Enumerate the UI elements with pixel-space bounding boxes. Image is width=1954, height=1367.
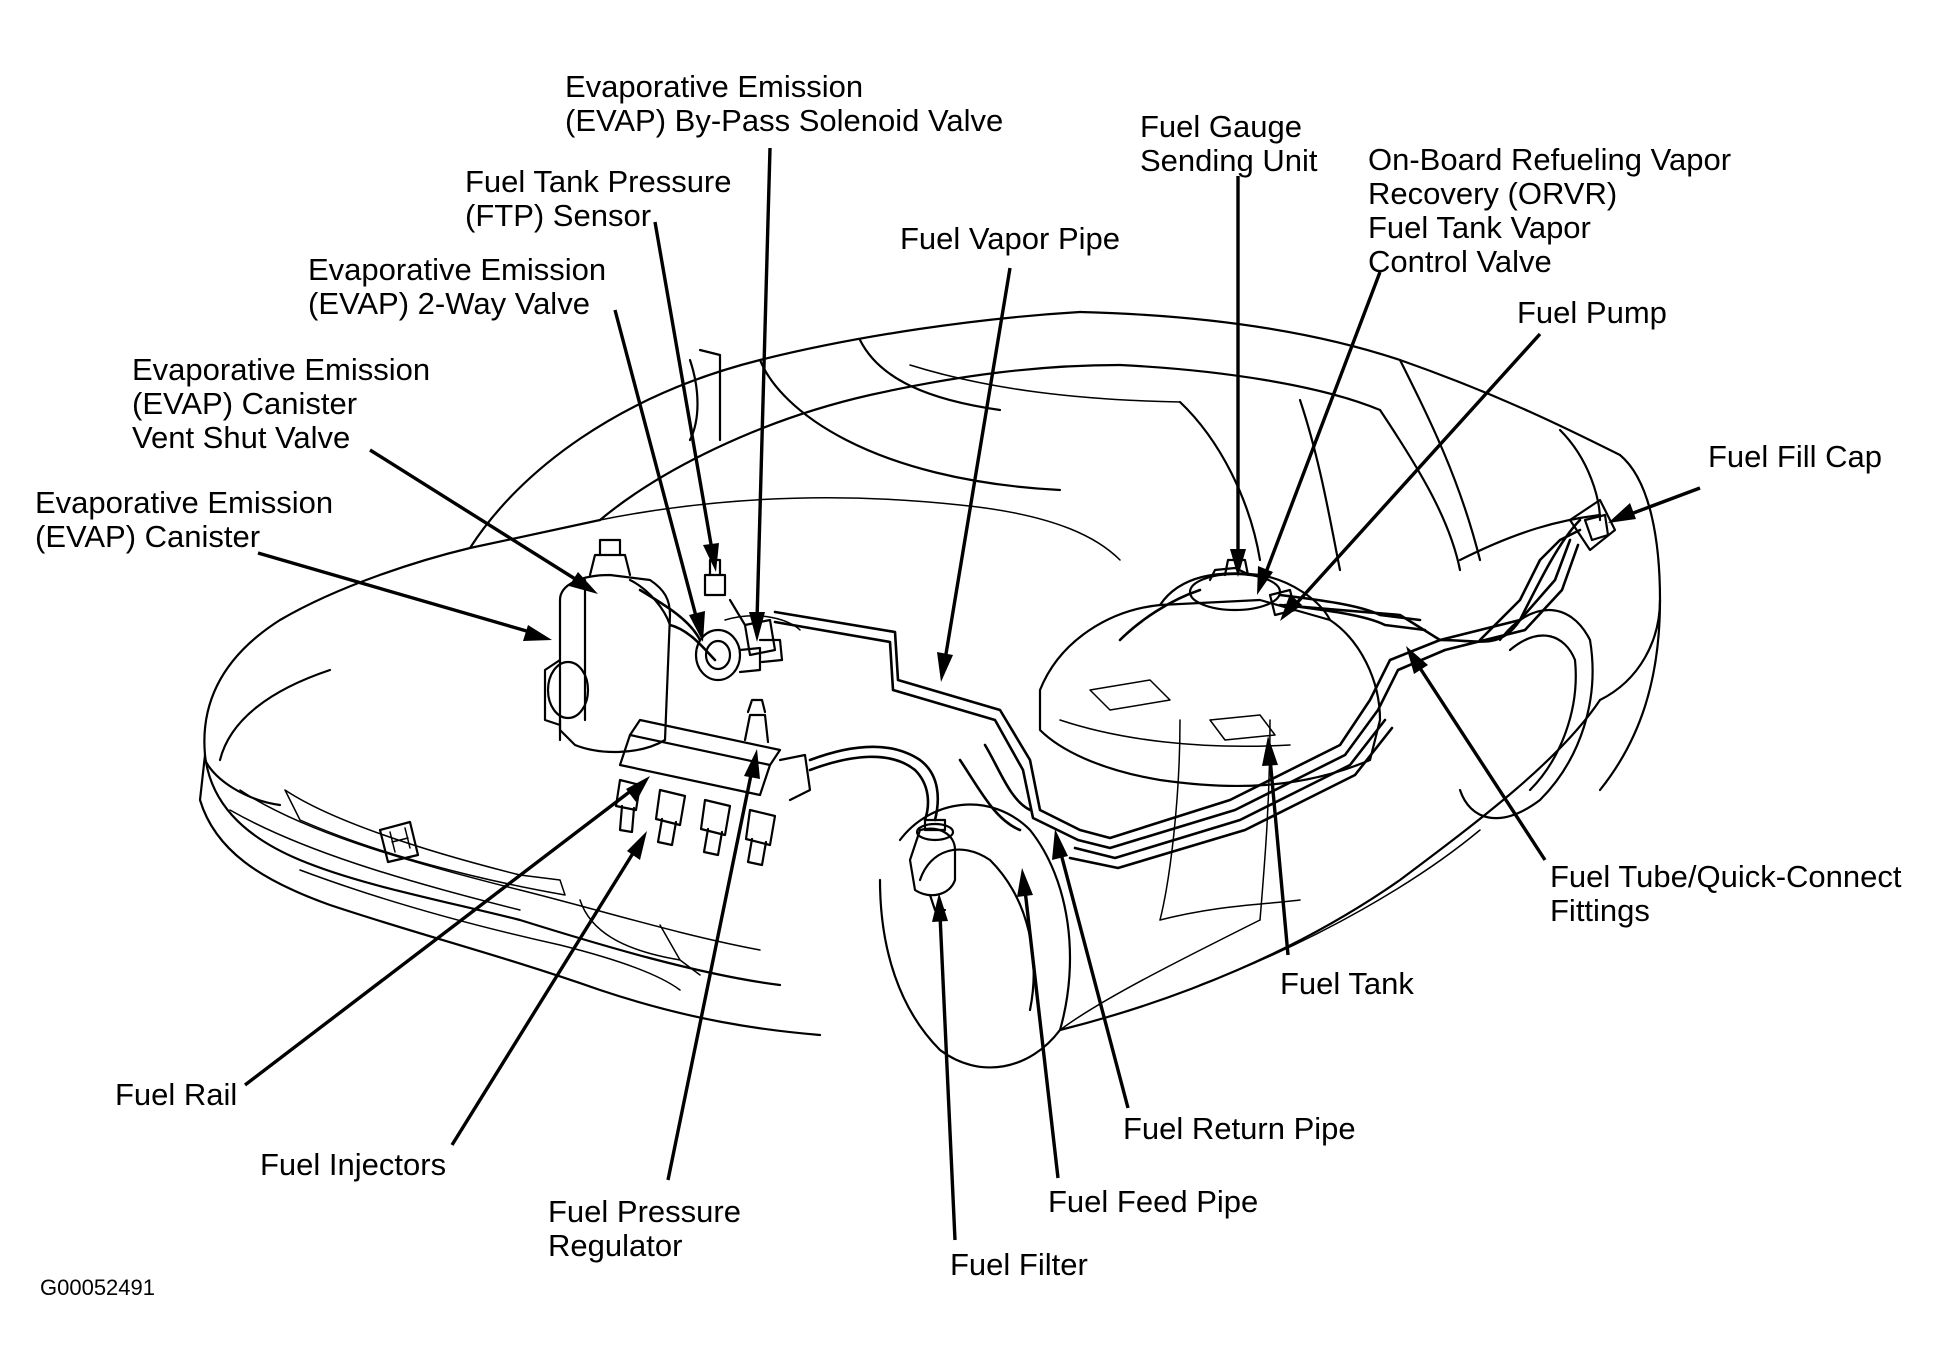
leader-lines	[243, 147, 1701, 1241]
fuel-lines	[773, 498, 1617, 870]
label-fuel-tube-quick-connect: Fuel Tube/Quick-Connect Fittings	[1550, 859, 1902, 928]
car-body-outline	[198, 310, 1662, 1069]
fuel-rail-shape	[614, 698, 812, 867]
label-fuel-pump: Fuel Pump	[1517, 295, 1667, 330]
figure-id: G00052491	[40, 1275, 155, 1300]
label-fuel-vapor-pipe: Fuel Vapor Pipe	[900, 221, 1120, 256]
label-fuel-rail: Fuel Rail	[115, 1077, 238, 1112]
label-fuel-gauge-sending-unit: Fuel Gauge Sending Unit	[1140, 109, 1318, 178]
label-fuel-fill-cap: Fuel Fill Cap	[1708, 439, 1882, 474]
label-evap-canister: Evaporative Emission (EVAP) Canister	[35, 485, 334, 554]
label-evap-canister-vent-shut-valve: Evaporative Emission (EVAP) Canister Ven…	[132, 352, 431, 455]
label-evap-2-way-valve: Evaporative Emission (EVAP) 2-Way Valve	[308, 252, 607, 321]
label-fuel-injectors: Fuel Injectors	[260, 1147, 447, 1182]
label-evap-bypass-solenoid-valve: Evaporative Emission (EVAP) By-Pass Sole…	[565, 69, 1004, 138]
label-fuel-tank: Fuel Tank	[1280, 966, 1414, 1001]
label-fuel-feed-pipe: Fuel Feed Pipe	[1048, 1184, 1259, 1219]
fuel-tank-shape	[1038, 572, 1382, 788]
label-orvr-control-valve: On-Board Refueling Vapor Recovery (ORVR)…	[1368, 142, 1732, 279]
label-ftp-sensor: Fuel Tank Pressure (FTP) Sensor	[465, 164, 732, 233]
evap-valves-cluster	[638, 558, 801, 682]
label-fuel-pressure-regulator: Fuel Pressure Regulator	[548, 1194, 741, 1263]
fuel-filter-shape	[808, 745, 957, 912]
label-fuel-return-pipe: Fuel Return Pipe	[1123, 1111, 1356, 1146]
label-fuel-filter: Fuel Filter	[950, 1247, 1088, 1282]
